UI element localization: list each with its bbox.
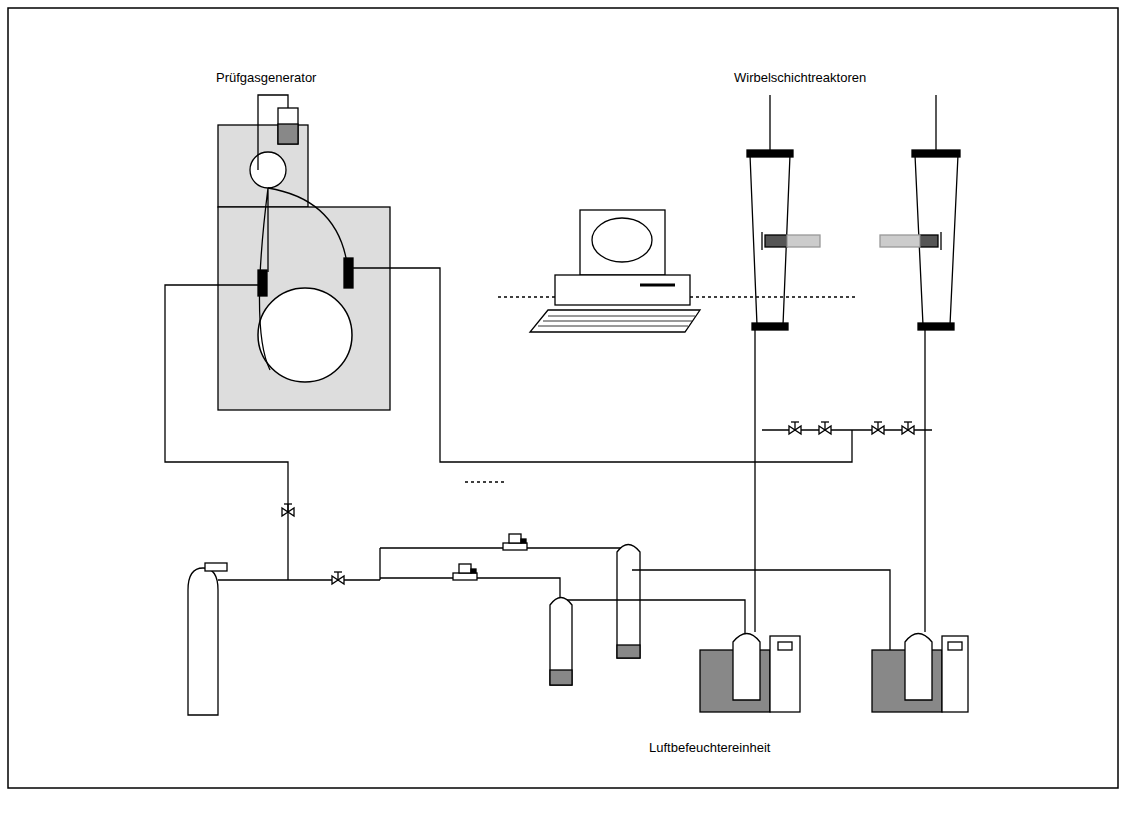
- part-label: Luftbefeuchtereinheit: [648, 740, 771, 755]
- part-label: Wirbelschichtreaktoren: [733, 70, 867, 85]
- part-label: Prüfgasgenerator: [215, 70, 317, 85]
